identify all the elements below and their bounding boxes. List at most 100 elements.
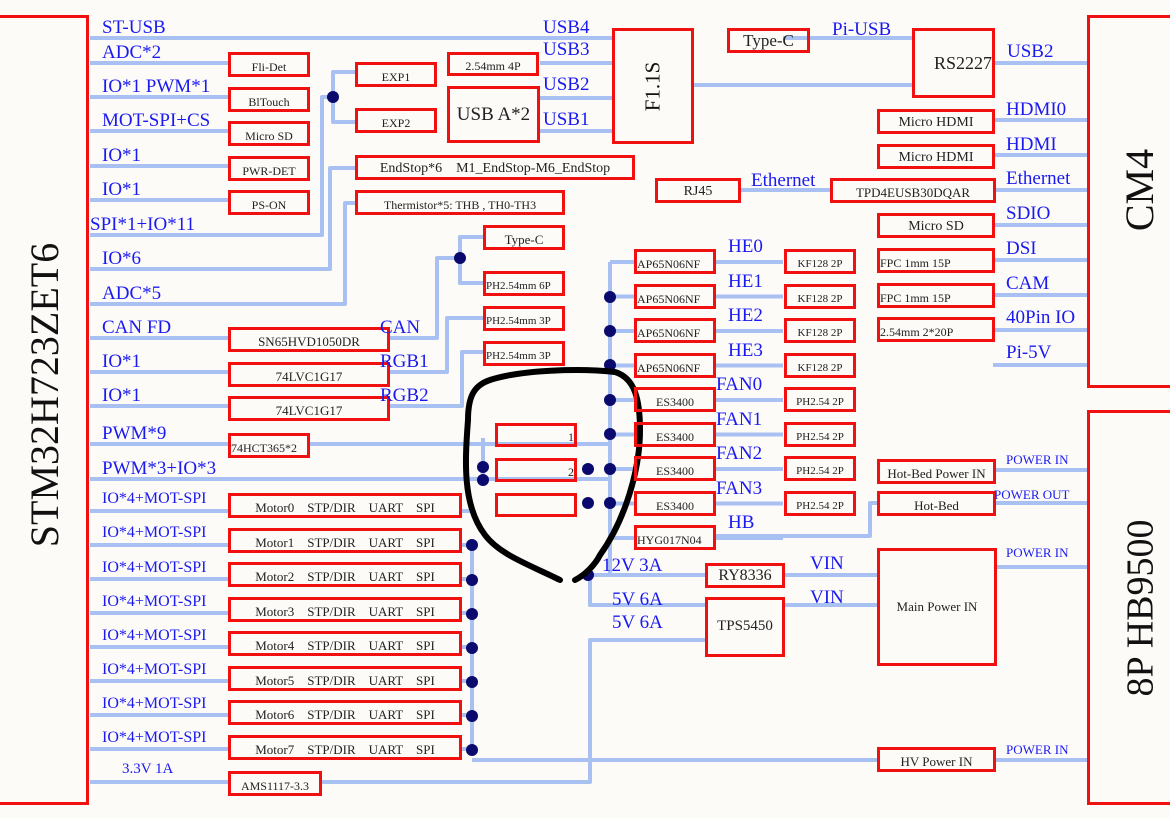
ethernet-label: Ethernet (751, 170, 816, 191)
usb-header-connector: 2.54mm 4P (447, 52, 539, 76)
mcu-net-label: IO*4+MOT-SPI (102, 627, 207, 644)
hotbed-power-in-label: Hot-Bed Power IN (887, 466, 986, 481)
mcu-net-label: IO*1 (102, 385, 142, 406)
junction-dot (466, 608, 478, 620)
thermistor-connector: Thermistor*5: THB , TH0-TH3 (355, 190, 565, 215)
output-net-label: FAN1 (716, 408, 763, 430)
hv-power-in-label: HV Power IN (900, 754, 973, 769)
mcu-net-label: MOT-SPI+CS (102, 110, 211, 131)
motor-driver-6: Motor6 STP/DIR UART SPI (228, 700, 462, 725)
pi-usb2-label: USB2 (1007, 41, 1054, 62)
micro-hdmi-1: Micro HDMI (877, 144, 995, 169)
power-pin-label: POWER OUT (994, 487, 1070, 502)
part-1: BlTouch (228, 86, 310, 112)
regulator-ry8336: RY8336 (705, 563, 785, 588)
can-part-1: 74LVC1G17 (228, 361, 390, 387)
wire (714, 501, 880, 538)
mosfet-3-label: AP65N06NF (637, 360, 701, 375)
output-net-label: FAN0 (716, 374, 763, 395)
power-net-label: 5V 6A (612, 612, 663, 633)
motor-driver-3: Motor3 STP/DIR UART SPI (228, 596, 462, 622)
motor-driver-3-label: Motor3 STP/DIR UART SPI (255, 603, 435, 619)
junction-dot (466, 539, 478, 551)
thermistor-connector-label: Thermistor*5: THB , TH0-TH3 (383, 198, 537, 212)
regulator-ry8336-label: RY8336 (718, 567, 772, 584)
mosfet-0-label: AP65N06NF (637, 257, 701, 271)
micro-sd-pi: Micro SD (877, 213, 995, 238)
ph-3p-connector: PH2.54mm 3P (483, 306, 565, 331)
output-net-label: HE2 (728, 305, 763, 326)
exp1-connector-label: EXP1 (381, 70, 411, 84)
junction-dot (604, 325, 616, 337)
mcu-net-label: IO*4+MOT-SPI (102, 729, 207, 746)
junction-dot (477, 474, 489, 486)
rj45-connector-label: RJ45 (683, 184, 713, 199)
mcu-net-label: IO*4+MOT-SPI (102, 559, 207, 576)
output-connector-6-label: PH2.54 2P (796, 465, 844, 477)
pi-usb-label: Pi-USB (832, 19, 892, 40)
rj45-connector: RJ45 (655, 178, 741, 203)
mcu-net-label: PWM*3+IO*3 (102, 458, 217, 479)
pi-net-label: Ethernet (1006, 168, 1071, 190)
output-connector-7: PH2.54 2P (784, 490, 856, 516)
mcu-net-label: 3.3V 1A (122, 761, 174, 777)
pi-net-label: Pi-5V (1006, 341, 1052, 363)
output-connector-6: PH2.54 2P (784, 456, 856, 481)
junction-dot (604, 497, 616, 509)
mcu-name: STM32H723ZET6 (22, 242, 68, 548)
junction-dot (604, 394, 616, 406)
motor-driver-2-label: Motor2 STP/DIR UART SPI (255, 569, 435, 584)
exp2-connector-label: EXP2 (381, 116, 411, 130)
junction-dot (327, 91, 339, 103)
micro-hdmi-0: Micro HDMI (877, 109, 995, 134)
usb-hub-f11s (612, 28, 694, 144)
ph-3p-connector-label: PH2.54mm 3P (486, 350, 551, 362)
main-power-in-label: Main Power IN (896, 599, 978, 614)
micro-sd-pi-label: Micro SD (908, 219, 964, 234)
part-2-label: Micro SD (245, 129, 293, 143)
jumper-2: 2 (495, 458, 577, 482)
output-connector-3: KF128 2P (784, 352, 856, 378)
mosfet-8: HYG017N04 (634, 525, 716, 550)
output-connector-0: KF128 2P (784, 249, 856, 274)
can-part-2: 74LVC1G17 (228, 396, 390, 421)
junction-dot (604, 291, 616, 303)
output-net-label: FAN2 (716, 443, 763, 464)
mosfet-4: ES3400 (634, 387, 716, 412)
wire (322, 638, 705, 784)
junction-dot (466, 574, 478, 586)
mosfet-1-label: AP65N06NF (637, 291, 701, 306)
junction-dot (466, 642, 478, 654)
can-part-2-label: 74LVC1G17 (275, 403, 343, 418)
mosfet-7-label: ES3400 (655, 498, 694, 513)
ph-3p-connector: PH2.54mm 3P (483, 341, 565, 366)
output-net-label: HB (728, 512, 755, 533)
buffer-74hct365-label: 74HCT365*2 (231, 441, 297, 455)
mcu-block (0, 15, 89, 805)
esd-tpd4eusb30dqar-label: TPD4EUSB30DQAR (855, 185, 971, 200)
part-0: Fli-Det (228, 52, 310, 77)
mcu-net-label: IO*4+MOT-SPI (102, 661, 207, 678)
mcu-net-label: SPI*1+IO*11 (90, 214, 196, 235)
output-net-label: HE1 (728, 270, 763, 292)
output-connector-4-label: PH2.54 2P (796, 396, 844, 408)
usb-hub-rs2227: RS2227 (912, 28, 995, 98)
pi-net-label: 40Pin IO (1006, 307, 1076, 329)
wire (588, 575, 705, 607)
wire (90, 201, 355, 306)
mcu-net-label: IO*1 (102, 145, 142, 166)
usb-net-label: USB4 (543, 17, 590, 38)
mosfet-7: ES3400 (634, 490, 716, 516)
mcu-net-label: IO*4+MOT-SPI (102, 524, 207, 541)
wire (458, 258, 483, 285)
typec-connector: Type-C (483, 225, 565, 250)
motor-driver-1: Motor1 STP/DIR UART SPI (228, 527, 462, 553)
junction-dot (466, 710, 478, 722)
output-connector-1: KF128 2P (784, 283, 856, 309)
output-connector-0-label: KF128 2P (797, 258, 843, 270)
endstop-connector: EndStop*6 M1_EndStop-M6_EndStop (355, 155, 635, 180)
cm4-block (1087, 15, 1170, 388)
hotbed-connector: Hot-Bed (877, 491, 996, 516)
junction-dot (604, 463, 616, 475)
output-connector-5-label: PH2.54 2P (796, 430, 844, 443)
